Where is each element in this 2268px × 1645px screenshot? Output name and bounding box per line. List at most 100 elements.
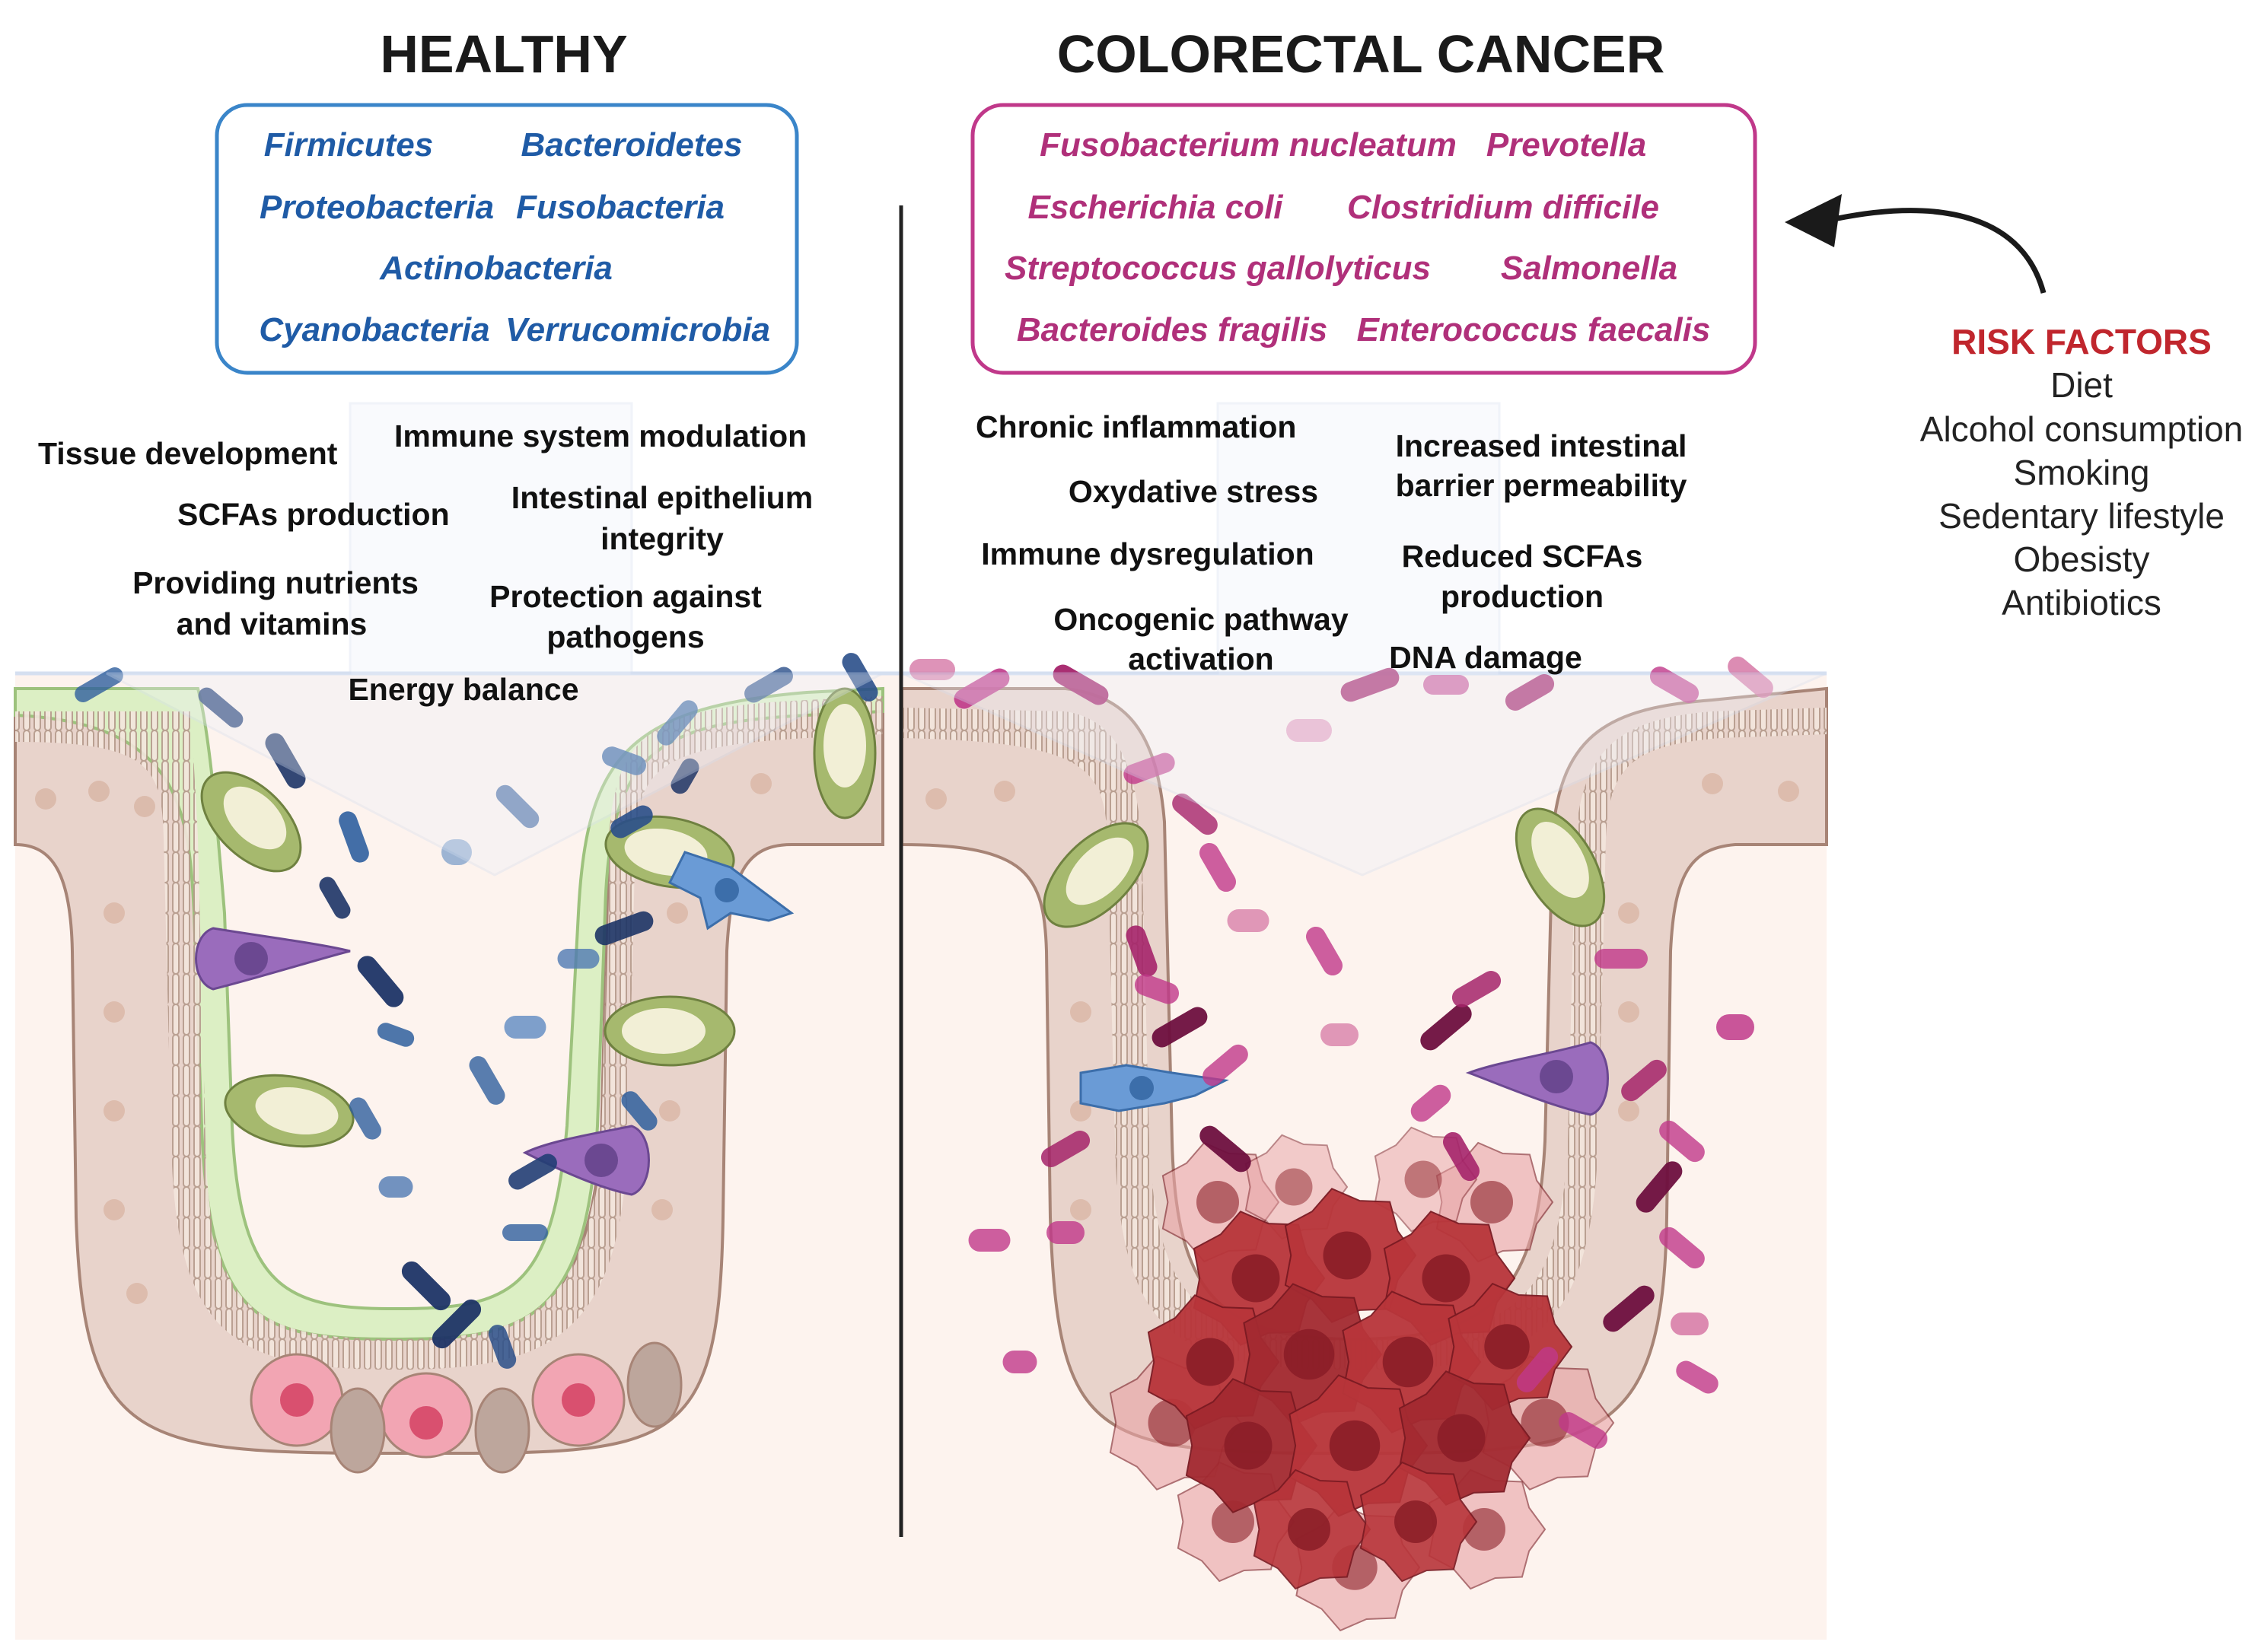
bacterium [842,653,878,702]
goblet-cells [200,687,877,1148]
bacterium [378,1176,413,1198]
effect-barrier-permeability-line2: barrier permeability [1396,468,1687,503]
risk-factors-title: RISK FACTORS [1951,322,2212,361]
effect-reduced-scfa-line1: Reduced SCFAs [1402,539,1643,574]
risk-arrow-head [1785,194,1842,247]
goblet-cells [1043,807,1606,928]
tumor-cell-nucleus [1422,1254,1470,1303]
bacterium [1286,719,1332,742]
bacterium [377,1023,415,1047]
function-pathogen-protection-line2: pathogens [546,619,704,654]
function-tissue-development: Tissue development [38,436,338,471]
tumor-cell-nucleus [1186,1338,1234,1386]
bacterium [621,1091,658,1131]
function-nutrients-line1: Providing nutrients [132,565,419,600]
effect-oncogenic-activation-line1: Oncogenic pathway [1053,602,1348,637]
species-escherichia-coli: Escherichia coli [1027,189,1283,226]
bacterium [1716,1014,1754,1040]
bacterium [357,956,404,1007]
bacterium [1420,1004,1472,1051]
bacterium [1676,1360,1719,1394]
bacterium [265,733,306,789]
bacterium [349,1097,381,1140]
tumor-cell-nucleus [1196,1181,1239,1223]
bacterium [1671,1312,1709,1335]
bacterium [469,1056,505,1105]
bacterium [909,659,955,680]
bacterium [1516,1347,1559,1392]
cancer-species-box [970,103,1757,375]
dendritic-cell [1079,1064,1229,1112]
cancer-title: COLORECTAL CANCER [1057,24,1665,84]
risk-arrow-shaft [1826,208,2047,294]
bacterium [339,811,369,863]
bacterium [198,687,244,728]
function-epithelium-integrity-line1: Intestinal epithelium [511,480,813,515]
bacterium [1002,1351,1037,1373]
risk-factor-smoking: Smoking [2014,453,2150,492]
bacterium [671,758,699,794]
risk-factor-antibiotics: Antibiotics [2002,583,2161,622]
function-pathogen-protection-line1: Protection against [489,579,762,614]
healthy-funnel [106,402,884,877]
species-proteobacteria: Proteobacteria [260,189,494,226]
species-salmonella: Salmonella [1501,250,1677,287]
function-nutrients-line2: and vitamins [177,606,368,641]
bacterium [502,1224,548,1241]
bacterium [441,839,472,865]
tumor-cell-nucleus [1212,1500,1254,1543]
bacterium [744,667,793,703]
dendritic-cell [667,851,795,931]
species-clostridium-difficile: Clostridium difficile [1347,189,1659,226]
species-verrucomicrobia: Verrucomicrobia [505,311,770,348]
cancer-crypt [900,686,1828,1456]
risk-factor-diet: Diet [2050,365,2113,405]
tumor-cell-nucleus [1224,1421,1273,1470]
tumor-cell-nucleus [1484,1324,1530,1370]
bacterium [657,700,698,746]
bacterium [1046,1221,1085,1244]
healthy-bacteria [75,653,878,1369]
tumor-cell-nucleus [1283,1328,1335,1380]
bacterium [1649,667,1699,703]
bacterium [1040,1131,1091,1167]
species-bacteroides-fragilis: Bacteroides fragilis [1017,311,1327,348]
tumor-cell-nucleus [1404,1160,1442,1198]
effect-immune-dysregulation: Immune dysregulation [981,536,1314,571]
healthy-crypt [14,686,884,1474]
species-bacteroidetes: Bacteroidetes [521,126,742,164]
tumor-cell-nucleus [1382,1336,1434,1388]
risk-factor-sedentary: Sedentary lifestyle [1938,496,2225,536]
tumor-cell-nucleus [1329,1420,1381,1472]
paneth-cells [250,1341,683,1474]
bacterium [1603,1285,1655,1332]
bacterium [1659,1227,1705,1269]
function-scfa-production: SCFAs production [177,497,450,532]
species-fusobacterium-nucleatum: Fusobacterium nucleatum [1040,126,1457,164]
bacterium [1134,974,1180,1004]
bacterium [1451,971,1502,1007]
species-cyanobacteria: Cyanobacteria [259,311,489,348]
effect-oxidative-stress: Oxydative stress [1069,474,1318,509]
tumor-cell-nucleus [1394,1500,1437,1543]
tumor-cell-nucleus [1437,1414,1486,1462]
tumor-cell-nucleus [1288,1508,1330,1551]
effect-barrier-permeability-line1: Increased intestinal [1396,428,1687,463]
bacterium [1199,1125,1251,1172]
bacterium [488,1325,517,1369]
bacterium [1558,1412,1608,1449]
bacterium [1199,842,1236,892]
enteroendocrine-cells [195,927,650,1196]
bacterium [1443,1131,1480,1182]
effect-chronic-inflammation: Chronic inflammation [976,409,1296,444]
function-energy-balance: Energy balance [348,672,578,707]
effect-oncogenic-activation-line2: activation [1128,641,1273,676]
bacterium [1202,1044,1248,1087]
bacterium [1410,1084,1451,1122]
tumor-cell-nucleus [1521,1398,1569,1447]
bacterium [1320,1023,1359,1046]
bacterium [319,877,351,919]
species-firmicutes: Firmicutes [264,126,434,164]
bacterium [1423,675,1469,695]
